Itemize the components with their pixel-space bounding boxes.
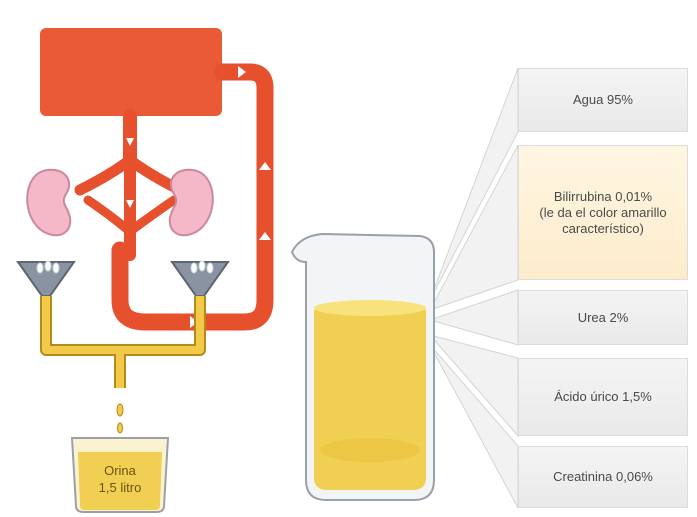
urine-drop: [118, 423, 123, 433]
component-label-text: Agua 95%: [567, 92, 639, 108]
component-label-acido-urico: Ácido úrico 1,5%: [518, 358, 688, 436]
left-kidney: [27, 170, 70, 235]
component-label-text: Ácido úrico 1,5%: [548, 389, 658, 405]
component-label-creatinina: Creatinina 0,06%: [518, 446, 688, 508]
component-label-text: Bilirrubina 0,01% (le da el color amaril…: [533, 189, 672, 237]
component-label-bilirrubina: Bilirrubina 0,01% (le da el color amaril…: [518, 145, 688, 280]
urine-drop: [117, 404, 123, 416]
right-kidney: [170, 170, 213, 235]
small-beaker-label: Orina 1,5 litro: [76, 462, 164, 496]
component-label-text: Urea 2%: [572, 310, 635, 326]
connector-rays: [430, 68, 518, 508]
large-beaker: [292, 234, 434, 500]
heart-block: [40, 28, 222, 116]
component-label-urea: Urea 2%: [518, 290, 688, 345]
component-label-agua: Agua 95%: [518, 68, 688, 132]
component-label-text: Creatinina 0,06%: [547, 469, 659, 485]
